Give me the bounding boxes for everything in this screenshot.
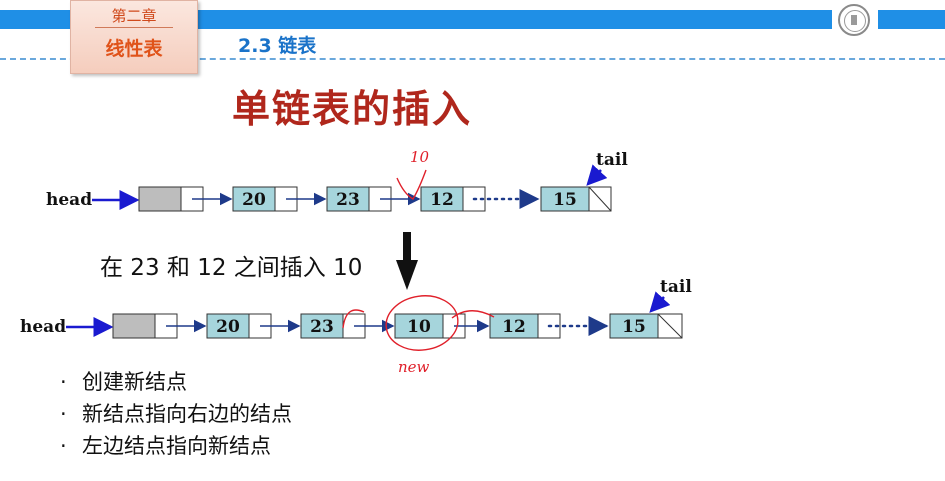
chapter-tab: 第二章 线性表 [70, 0, 198, 74]
chapter-rule [95, 27, 173, 28]
list-node: 12 [420, 186, 486, 212]
node-value: 20 [242, 190, 266, 210]
bullet-icon: · [60, 370, 67, 394]
header-bar-right [878, 10, 945, 29]
insert-caption: 在 23 和 12 之间插入 10 [100, 255, 363, 281]
tail-arrow-bottom [649, 291, 671, 313]
node-value: 23 [336, 190, 360, 210]
head-label-bottom: head [20, 317, 66, 337]
chapter-number: 第二章 [111, 7, 157, 25]
node-value: 12 [502, 317, 526, 337]
header-divider [0, 58, 945, 60]
node-value: 20 [216, 317, 240, 337]
step-text: 创建新结点 [82, 370, 187, 394]
list-item: · 创建新结点 [60, 366, 292, 398]
node-value: 23 [310, 317, 334, 337]
node-value: 15 [553, 190, 577, 210]
node-value: 12 [430, 190, 454, 210]
step-text: 左边结点指向新结点 [82, 434, 271, 458]
bullet-icon: · [60, 434, 67, 458]
node-value: 15 [622, 317, 646, 337]
tail-node-bottom: 15 [609, 313, 683, 339]
insert-mark-annotation [396, 169, 427, 200]
list-item: · 新结点指向右边的结点 [60, 398, 292, 430]
head-node-bottom [112, 313, 178, 339]
head-label-top: head [46, 190, 92, 210]
link-annotation-left [342, 309, 365, 329]
list-node: 20 [206, 313, 272, 339]
list-node: 12 [489, 313, 561, 339]
slide-title: 单链表的插入 [232, 87, 473, 131]
header-bar [0, 10, 832, 29]
list-item: · 左边结点指向新结点 [60, 430, 292, 462]
node-value: 10 [407, 317, 431, 337]
chapter-name: 线性表 [105, 38, 163, 60]
section-title: 2.3 链表 [238, 35, 317, 57]
down-arrow-icon [396, 232, 418, 290]
steps-list: · 创建新结点 · 新结点指向右边的结点 · 左边结点指向新结点 [60, 366, 292, 462]
link-annotation-right [451, 310, 495, 319]
handwritten-note-top: 10 [410, 148, 430, 166]
tail-label-top: tail [596, 150, 628, 170]
tail-node-top: 15 [540, 186, 612, 212]
tail-arrow-top [586, 164, 608, 186]
tail-label-bottom: tail [660, 277, 692, 297]
step-text: 新结点指向右边的结点 [82, 402, 292, 426]
circle-annotation [385, 295, 459, 351]
handwritten-note-bottom: new [398, 358, 430, 376]
bullet-icon: · [60, 402, 67, 426]
university-seal-icon [838, 4, 870, 36]
